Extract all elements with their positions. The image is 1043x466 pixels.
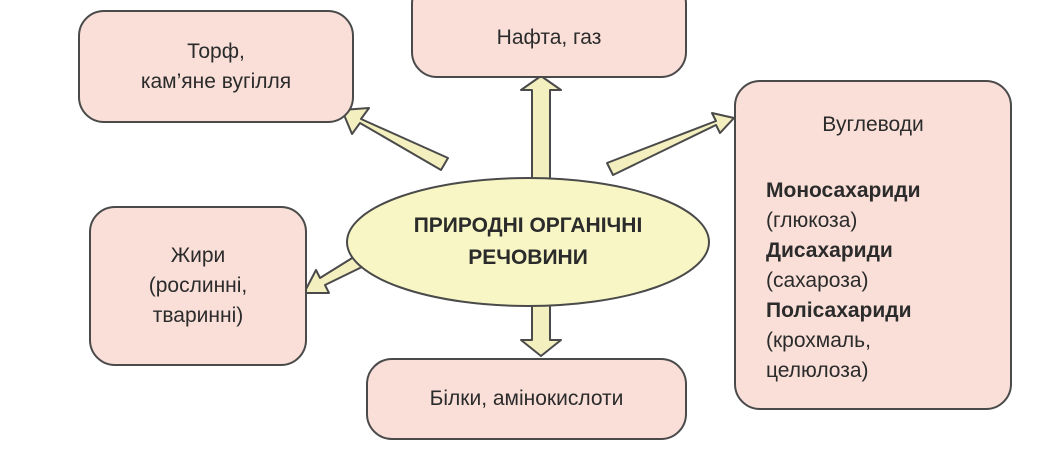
- box-fats-line3: тваринні): [152, 304, 244, 327]
- center-ellipse: [346, 177, 710, 307]
- box-peat-line2: кам’яне вугілля: [140, 69, 292, 93]
- carb-group-example: (сахароза): [766, 269, 869, 292]
- arrow-to-carbohydrates: [606, 112, 735, 176]
- carb-group-name: Дисахариди: [766, 239, 893, 262]
- arrow-to-oil-gas: [520, 75, 562, 183]
- carb-group-di: Дисахариди (сахароза): [766, 236, 893, 296]
- carb-group-example: (крохмаль,: [766, 329, 871, 352]
- carb-group-name: Моносахариди: [766, 179, 921, 202]
- arrow-to-proteins: [520, 301, 562, 357]
- box-peat-line1: Торф,: [187, 39, 245, 63]
- carb-group-name: Полісахариди: [766, 299, 912, 322]
- box-fats: Жири (рослинні, тваринні): [89, 206, 307, 366]
- box-proteins: Білки, амінокислоти: [366, 358, 687, 440]
- carb-group-example: (глюкоза): [766, 209, 858, 232]
- box-fats-line1: Жири: [170, 244, 226, 267]
- center-label-line2: РЕЧОВИНИ: [468, 246, 588, 269]
- carbohydrates-title: Вуглеводи: [822, 113, 924, 136]
- carb-group-example: целюлоза): [766, 359, 869, 382]
- carb-group-mono: Моносахариди (глюкоза): [766, 176, 921, 236]
- box-peat-coal: Торф, кам’яне вугілля: [78, 10, 354, 123]
- arrow-to-fats: [303, 254, 365, 294]
- box-fats-line2: (рослинні,: [148, 274, 248, 297]
- box-proteins-line1: Білки, амінокислоти: [429, 387, 624, 410]
- carb-group-poly: Полісахариди (крохмаль, целюлоза): [766, 296, 912, 386]
- box-oil-line1: Нафта, газ: [496, 26, 602, 49]
- box-carbohydrates: Вуглеводи Моносахариди (глюкоза) Дисахар…: [734, 80, 1012, 410]
- center-label-line1: ПРИРОДНІ ОРГАНІЧНІ: [414, 214, 643, 237]
- box-oil-gas: Нафта, газ: [411, 0, 687, 78]
- arrow-to-peat: [341, 107, 449, 171]
